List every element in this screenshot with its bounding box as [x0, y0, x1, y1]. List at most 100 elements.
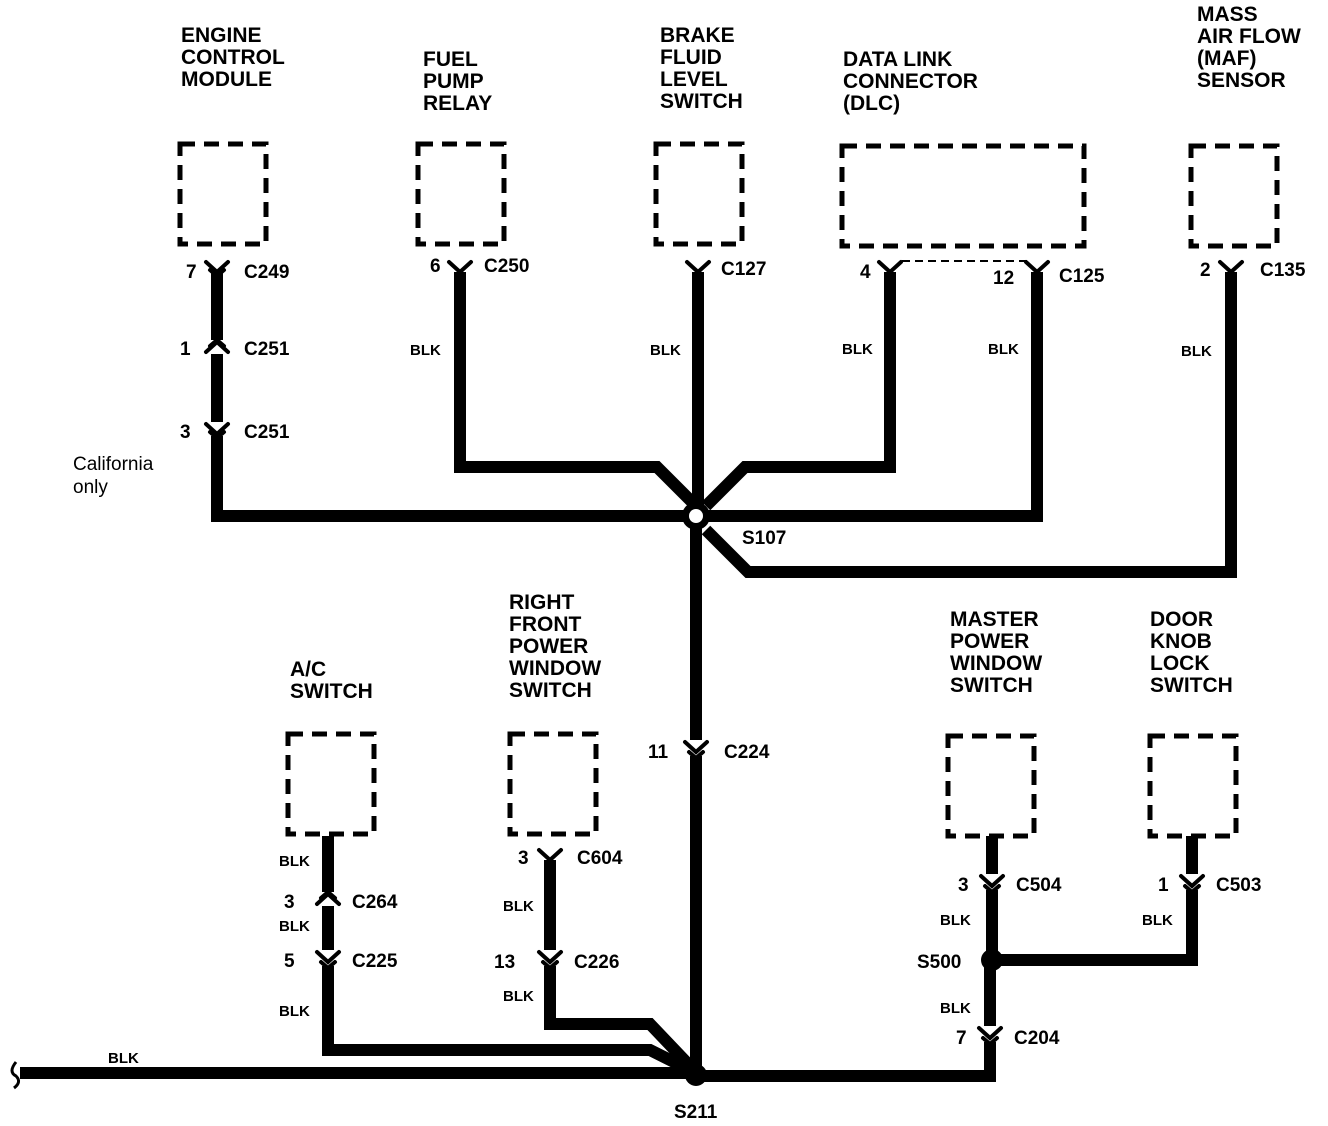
engine-control-module-title: ENGINE CONTROL MODULE	[181, 24, 285, 91]
c225-pin: 5	[284, 951, 295, 972]
title-line: AIR FLOW	[1197, 25, 1301, 48]
title-line: PUMP	[423, 70, 484, 93]
ac-switch-box	[285, 731, 377, 837]
connector-c135-icon	[1218, 258, 1244, 275]
c604-pin: 3	[518, 848, 529, 869]
maf-sensor-title: MASS AIR FLOW (MAF) SENSOR	[1197, 3, 1301, 92]
s211-label: S211	[674, 1102, 718, 1123]
wire-color-label: BLK	[842, 341, 873, 358]
c251-label-a: C251	[244, 339, 290, 360]
c249-label: C249	[244, 262, 289, 283]
connector-c604-icon	[537, 846, 563, 863]
connector-c249-icon	[204, 258, 230, 279]
fuel-pump-relay-box	[415, 141, 507, 247]
title-line: POWER	[950, 630, 1029, 653]
wire-color-label: BLK	[503, 898, 534, 915]
ac-switch-ground-wire	[322, 836, 693, 1076]
title-line: (DLC)	[843, 92, 900, 115]
brake-fluid-switch-box	[653, 141, 745, 247]
door-knob-ground-wire	[994, 836, 1198, 966]
c226-label: C226	[574, 952, 619, 973]
fuel-pump-relay-title: FUEL PUMP RELAY	[423, 48, 492, 115]
title-line: SWITCH	[950, 674, 1033, 697]
title-line: ENGINE	[181, 24, 262, 47]
title-line: FRONT	[509, 613, 581, 636]
c204-label: C204	[1014, 1028, 1060, 1049]
title-line: MASS	[1197, 3, 1258, 26]
title-line: POWER	[509, 635, 588, 658]
title-line: KNOB	[1150, 630, 1212, 653]
connector-c127-icon	[685, 258, 711, 275]
connector-c504-icon	[979, 874, 1005, 895]
c249-pin: 7	[186, 262, 197, 283]
dlc-box	[839, 143, 1087, 249]
title-line: SWITCH	[290, 680, 373, 703]
c251-pin1: 1	[180, 339, 191, 360]
rf-window-ground-wire	[544, 856, 695, 1071]
connector-c125-pin4-icon	[877, 258, 903, 275]
c250-pin: 6	[430, 256, 441, 277]
c224-label: C224	[724, 742, 770, 763]
title-line: FLUID	[660, 46, 722, 69]
door-knob-lock-switch-title: DOOR KNOB LOCK SWITCH	[1150, 608, 1233, 697]
c204-pin: 7	[956, 1028, 967, 1049]
note-line: only	[73, 477, 108, 498]
connector-c225-icon	[315, 950, 341, 971]
data-link-connector-title: DATA LINK CONNECTOR (DLC)	[843, 48, 978, 115]
title-line: SWITCH	[509, 679, 592, 702]
title-line: RELAY	[423, 92, 492, 115]
connector-c251-pin1-icon	[204, 337, 230, 354]
door-knob-switch-box	[1147, 733, 1239, 839]
wire-color-label: BLK	[279, 853, 310, 870]
master-power-window-switch-title: MASTER POWER WINDOW SWITCH	[950, 608, 1042, 697]
s107-label: S107	[742, 528, 786, 549]
brake-fluid-level-switch-title: BRAKE FLUID LEVEL SWITCH	[660, 24, 743, 113]
wire-color-label: BLK	[410, 342, 441, 359]
dlc-pin4-ground-wire	[701, 268, 896, 511]
connector-c251-pin3-icon	[204, 422, 230, 441]
title-line: SWITCH	[660, 90, 743, 113]
c604-label: C604	[577, 848, 623, 869]
splice-s107-icon	[682, 502, 710, 530]
wire-color-label: BLK	[650, 342, 681, 359]
c224-pin: 11	[648, 742, 669, 763]
title-line: WINDOW	[950, 652, 1042, 675]
title-line: MODULE	[181, 68, 272, 91]
splice-s211-icon	[685, 1064, 707, 1086]
title-line: A/C	[290, 658, 326, 681]
title-line: RIGHT	[509, 591, 575, 614]
s500-label: S500	[917, 952, 961, 973]
california-only-note: California only	[73, 454, 154, 498]
maf-ground-wire	[701, 268, 1237, 578]
right-front-power-window-switch-title: RIGHT FRONT POWER WINDOW SWITCH	[509, 591, 601, 702]
title-line: WINDOW	[509, 657, 601, 680]
rf-window-switch-box	[507, 731, 599, 837]
connector-c125-pin12-icon	[1024, 258, 1050, 275]
wire-color-label: BLK	[988, 341, 1019, 358]
connector-c503-icon	[1179, 874, 1205, 895]
connector-c204-icon	[977, 1026, 1003, 1047]
splice-s500-icon	[981, 949, 1003, 971]
title-line: (MAF)	[1197, 47, 1256, 70]
c125-label: C125	[1059, 266, 1105, 287]
title-line: MASTER	[950, 608, 1039, 631]
title-line: FUEL	[423, 48, 478, 71]
c250-label: C250	[484, 256, 529, 277]
c125-pin12: 12	[993, 268, 1014, 289]
c135-label: C135	[1260, 260, 1306, 281]
s211-to-c204-wire	[696, 960, 996, 1082]
wire-color-label: BLK	[108, 1050, 139, 1067]
c135-pin: 2	[1200, 260, 1211, 281]
wire-color-label: BLK	[1142, 912, 1173, 929]
connector-c226-icon	[537, 950, 563, 971]
title-line: SWITCH	[1150, 674, 1233, 697]
wire-color-label: BLK	[279, 1003, 310, 1020]
c125-pin4: 4	[860, 262, 871, 283]
title-line: DATA LINK	[843, 48, 952, 71]
wire-color-label: BLK	[279, 918, 310, 935]
c504-pin: 3	[958, 875, 969, 896]
connector-c250-icon	[447, 258, 473, 275]
title-line: LEVEL	[660, 68, 728, 91]
maf-sensor-box	[1188, 143, 1280, 249]
